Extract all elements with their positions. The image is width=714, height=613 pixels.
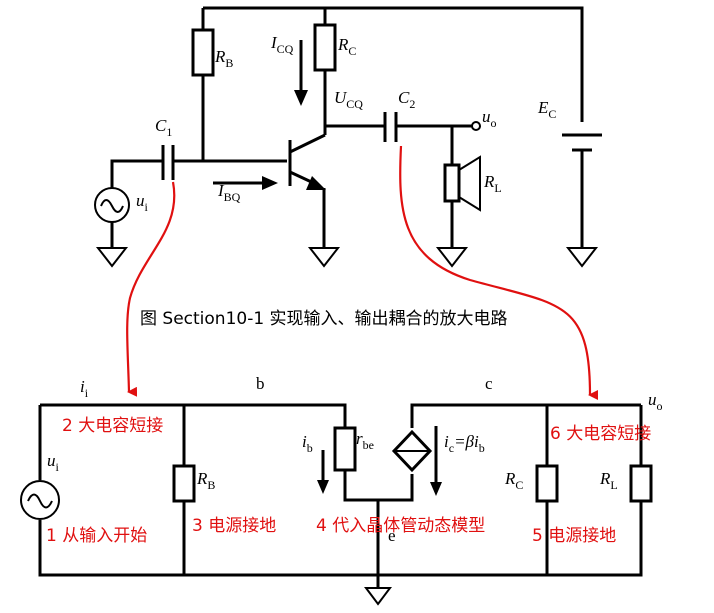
step-5-label: 5 电源接地 — [532, 526, 616, 546]
resistor-rb-bottom — [172, 464, 196, 503]
top-circuit: RB RC ICQ UCQ C1 C2 uo EC ui IBQ RL — [94, 6, 602, 268]
figure-caption: 图 Section10-1 实现输入、输出耦合的放大电路 — [140, 309, 508, 329]
label-ic-beta-ib: ic=βib — [444, 432, 485, 455]
top-rail — [203, 6, 584, 122]
dependent-current-source — [391, 429, 433, 473]
label-rb-bottom: RB — [196, 469, 215, 492]
label-rc-bottom: RC — [504, 469, 523, 492]
step-4-label: 4 代入晶体管动态模型 — [316, 516, 485, 536]
speaker-rl — [443, 163, 461, 203]
label-c2: C2 — [398, 88, 415, 111]
label-ibq: IBQ — [217, 181, 241, 204]
label-ui-top: ui — [136, 191, 149, 214]
ground-symbol — [364, 587, 392, 606]
label-ib: ib — [302, 432, 313, 455]
ground-symbol — [435, 247, 469, 268]
resistor-rl-bottom — [629, 464, 653, 503]
resistor-rbe — [333, 426, 357, 472]
label-ui-bottom: ui — [47, 451, 60, 474]
label-rbe: rbe — [356, 429, 374, 452]
resistor-rc — [313, 23, 337, 72]
output-terminal — [471, 121, 481, 131]
label-uo-top: uo — [482, 107, 497, 130]
annotation-arrow-c2 — [399, 145, 599, 400]
label-c1: C1 — [155, 116, 172, 139]
step-6-label: 6 大电容短接 — [550, 424, 651, 444]
node-b-label: b — [256, 374, 265, 393]
label-ii: ii — [80, 377, 89, 400]
label-rb: RB — [214, 47, 233, 70]
annotation-arrow-c1 — [126, 181, 176, 397]
node-c-label: c — [485, 374, 493, 393]
label-ucq: UCQ — [334, 88, 363, 111]
label-rc: RC — [337, 35, 356, 58]
step-3-label: 3 电源接地 — [192, 516, 276, 536]
step-1-label: 1 从输入开始 — [46, 526, 147, 546]
step-2-label: 2 大电容短接 — [62, 416, 163, 436]
node-e-label: e — [388, 526, 396, 545]
label-rl-bottom: RL — [599, 469, 618, 492]
label-rl-top: RL — [483, 172, 502, 195]
bottom-circuit: ii b c e uo ui RB ib rbe ic=βib RC RL 2 … — [20, 374, 663, 606]
label-icq: ICQ — [270, 33, 294, 56]
ground-symbol — [307, 247, 341, 268]
resistor-rb — [191, 28, 215, 77]
label-ec: EC — [537, 98, 556, 121]
resistor-rc-bottom — [535, 464, 559, 503]
label-uo-bottom: uo — [648, 390, 663, 413]
ground-symbol — [565, 247, 599, 268]
ac-source-bottom — [20, 480, 60, 520]
ground-symbol — [95, 247, 129, 268]
